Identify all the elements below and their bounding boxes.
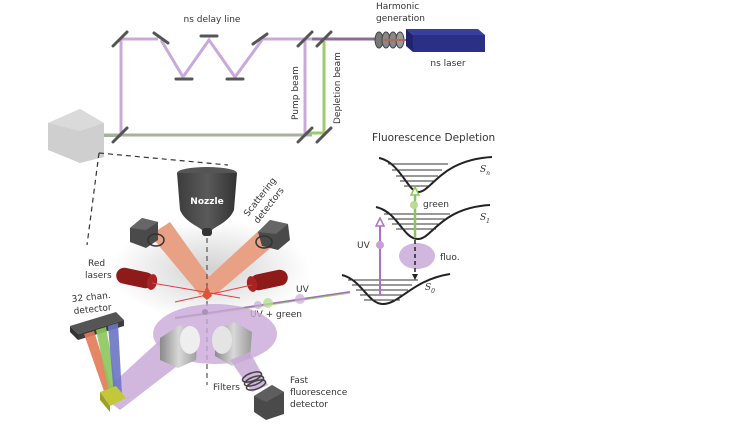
harmonic-crystals-icon	[374, 31, 408, 49]
state-s0-label: S0	[425, 283, 435, 295]
green-transition-arrow	[409, 185, 421, 238]
harmonic-label-1: Harmonic	[376, 2, 419, 12]
energy-level-diagram: Fluorescence Depletion	[341, 132, 495, 306]
nozzle-icon	[177, 167, 237, 236]
nozzle-label: Nozzle	[190, 197, 223, 207]
optical-path: ns delay line Harmonic generation ns las…	[48, 2, 485, 246]
mirror-icon	[111, 126, 129, 144]
mirror-icon	[251, 32, 269, 46]
fast-detector-label-1: Fast	[290, 376, 309, 386]
filters-label: Filters	[213, 383, 240, 393]
mirror-icon	[152, 31, 170, 45]
state-s1-label: S1	[480, 213, 490, 225]
red-laser-beams	[151, 282, 253, 303]
depletion-beam-path	[305, 41, 326, 135]
scattering-detector-right-icon	[255, 220, 290, 250]
state-s0-curve	[341, 273, 451, 306]
detector32-label-1: 32 chan.	[71, 291, 111, 305]
detector32-label-2: detector	[73, 303, 112, 317]
uv-transition-arrow	[374, 216, 386, 295]
laser-label: ns laser	[430, 59, 465, 69]
zoom-indicator-lines	[86, 152, 229, 246]
fast-fluorescence-detector-icon	[254, 385, 284, 420]
grating-icon	[100, 386, 126, 412]
32-channel-detector-icon	[70, 312, 124, 397]
delay-line-label: ns delay line	[184, 15, 241, 25]
uv-beam-label: UV	[296, 285, 310, 295]
green-label: green	[423, 200, 449, 210]
mirror-icon	[315, 126, 333, 144]
red-lasers-label-1: Red	[88, 259, 105, 269]
mirrors	[111, 30, 333, 144]
scattering-detector-left-icon	[130, 218, 165, 248]
lens-left-icon	[160, 325, 200, 368]
fluo-label: fluo.	[440, 253, 460, 263]
fluorescence-blob	[399, 243, 435, 269]
pump-beam-label: Pump beam	[291, 66, 301, 120]
mirror-icon	[296, 126, 314, 144]
mirror-icon	[111, 30, 129, 48]
uv-label: UV	[357, 241, 371, 251]
uv-green-label: UV + green	[250, 310, 302, 320]
mirror-icon	[315, 30, 333, 48]
experimental-setup: Nozzle UV UV + green	[70, 167, 351, 420]
state-sn-label: Sn	[480, 165, 490, 177]
pump-beam-path	[119, 37, 312, 135]
red-laser-right-icon	[246, 269, 288, 292]
red-laser-left-icon	[116, 267, 158, 290]
harmonic-label-2: generation	[376, 14, 425, 24]
state-s1-curve	[375, 204, 491, 241]
scattering-cones	[150, 222, 280, 295]
state-sn-curve	[378, 156, 493, 194]
filters-icon	[241, 371, 267, 391]
mirror-icon	[296, 30, 314, 48]
energy-diagram-title: Fluorescence Depletion	[372, 132, 495, 144]
vacuum-chamber-icon	[48, 109, 104, 163]
fast-detector-label-2: fluorescence	[290, 388, 348, 398]
red-lasers-label-2: lasers	[85, 271, 112, 281]
fast-detector-label-3: detector	[290, 400, 328, 410]
depletion-beam-label: Depletion beam	[333, 52, 343, 124]
interaction-point	[202, 286, 212, 300]
ns-laser-icon	[406, 29, 485, 52]
